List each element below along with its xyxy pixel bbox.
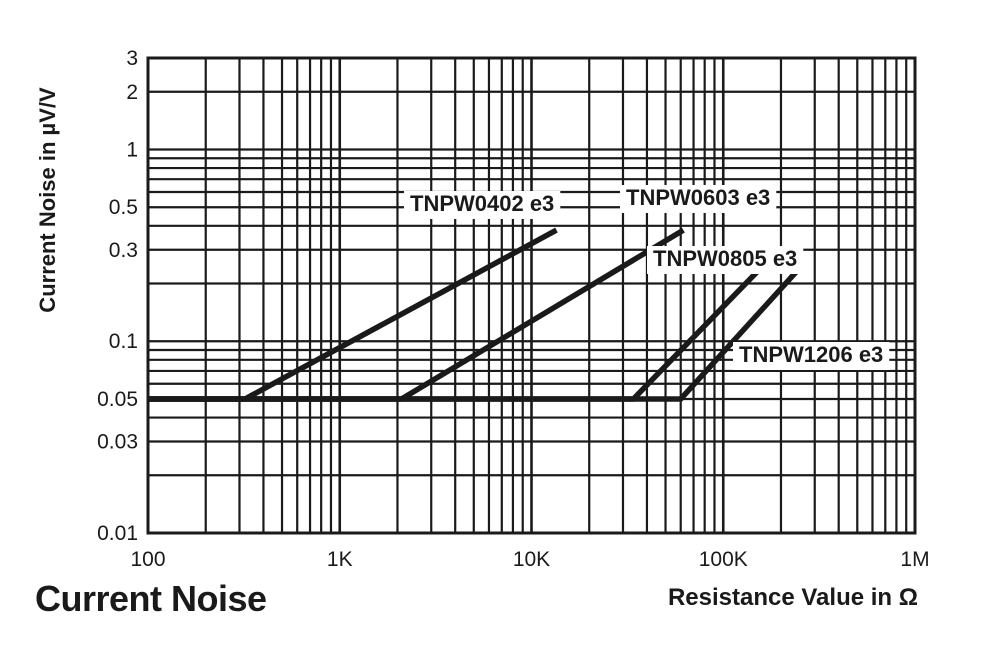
y-axis-label: Current Noise in µV/V: [35, 87, 60, 313]
x-tick-label: 100K: [699, 548, 748, 571]
series-labels: TNPW0402 e3 TNPW0603 e3 TNPW0805 e3 TNPW120…: [404, 185, 890, 370]
series-label-1: TNPW0402 e3: [410, 191, 554, 216]
y-tick-label: 0.01: [97, 522, 138, 545]
y-tick-label: 3: [126, 47, 138, 70]
x-tick-label: 10K: [513, 548, 550, 571]
y-tick-label: 0.5: [109, 196, 138, 219]
chart-title: Current Noise: [35, 578, 267, 619]
plot-frame: [146, 56, 917, 535]
series-line-1: [148, 227, 558, 402]
series-label-background: [620, 185, 777, 213]
y-tick-label: 0.05: [97, 388, 138, 411]
x-axis-label: Resistance Value in Ω: [667, 584, 918, 611]
series-label-background: [733, 342, 890, 370]
x-tick-label: 100: [130, 548, 165, 571]
series-label-background: [647, 246, 804, 274]
series-label-3: TNPW0805 e3: [653, 246, 797, 271]
x-tick-label: 1K: [327, 548, 353, 571]
series-line-4: [148, 270, 799, 402]
series-lines: [148, 227, 799, 402]
y-tick-label: 0.1: [109, 330, 138, 353]
series-line-2: [148, 227, 685, 402]
x-tick-label: 1M: [900, 548, 929, 571]
grid-lines: [146, 56, 917, 535]
y-tick-label: 0.03: [97, 431, 138, 454]
series-label-2: TNPW0603 e3: [626, 185, 770, 210]
series-label-4: TNPW1206 e3: [739, 342, 883, 367]
y-tick-label: 2: [126, 81, 138, 104]
series-label-background: [404, 191, 561, 219]
y-tick-label: 0.3: [109, 239, 138, 262]
tick-labels: 100 1K 10K 100K 1M 0.01 0.03 0.05 0.1 0.3 0.5 1 2 3: [97, 47, 929, 571]
y-tick-label: 1: [126, 138, 138, 161]
